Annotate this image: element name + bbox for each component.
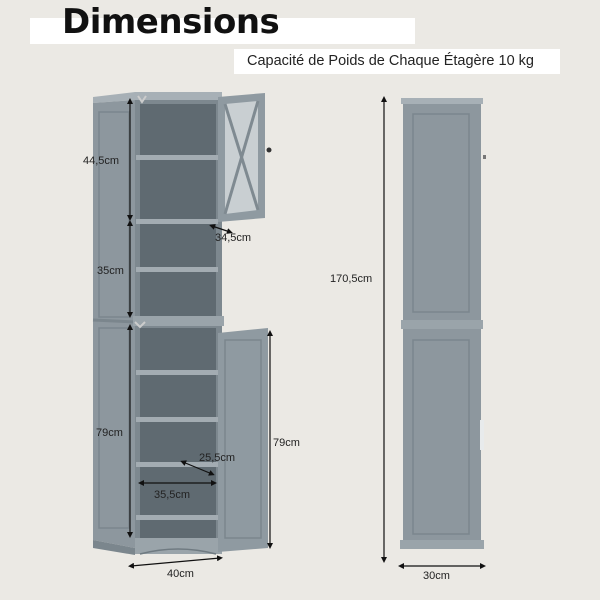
subtitle-band: [234, 49, 560, 74]
middle-height-label: 35cm: [97, 265, 124, 277]
side-depth-label: 30cm: [423, 570, 450, 582]
weight-capacity-note: Capacité de Poids de Chaque Étagère 10 k…: [247, 53, 534, 69]
lower-height-label: 79cm: [96, 427, 123, 439]
page-title: Dimensions: [62, 2, 280, 42]
upper-height-label: 44,5cm: [83, 155, 120, 167]
shelf-width-label: 35,5cm: [154, 489, 191, 501]
side-cabinet: [400, 98, 486, 549]
lower-door-height-label: 79cm: [273, 437, 300, 449]
front-cabinet: [92, 92, 272, 555]
shelf-depth-label: 25,5cm: [199, 452, 236, 464]
title-band: [30, 18, 415, 44]
door-depth-label: 34,5cm: [215, 232, 252, 244]
total-width-label: 40cm: [167, 568, 194, 580]
total-height-label: 170,5cm: [330, 273, 373, 285]
